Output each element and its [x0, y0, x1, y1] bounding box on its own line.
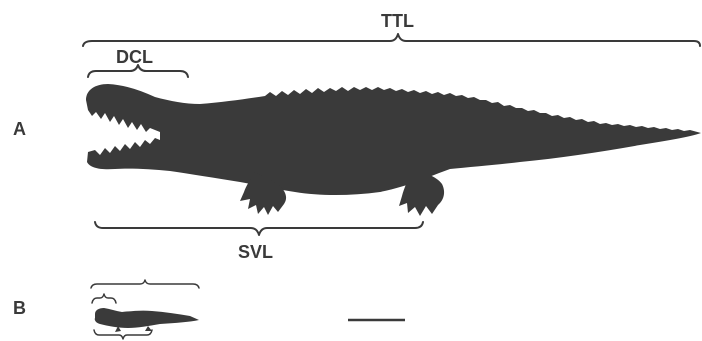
- svl-brace-small: [94, 330, 152, 339]
- svl-brace: [95, 222, 423, 235]
- panel-a-label: A: [13, 119, 26, 139]
- ttl-label: TTL: [381, 11, 414, 31]
- dcl-label: DCL: [116, 47, 153, 67]
- panel-b-label: B: [13, 298, 26, 318]
- dcl-brace-small: [92, 294, 116, 303]
- ttl-brace: [83, 34, 700, 46]
- crocodile-silhouette-small: [95, 308, 199, 332]
- ttl-brace-small: [91, 280, 199, 288]
- crocodile-body-large: [86, 84, 701, 195]
- crocodile-body-small: [95, 308, 199, 328]
- svl-label: SVL: [238, 242, 273, 262]
- crocodile-silhouette-large: [86, 84, 701, 216]
